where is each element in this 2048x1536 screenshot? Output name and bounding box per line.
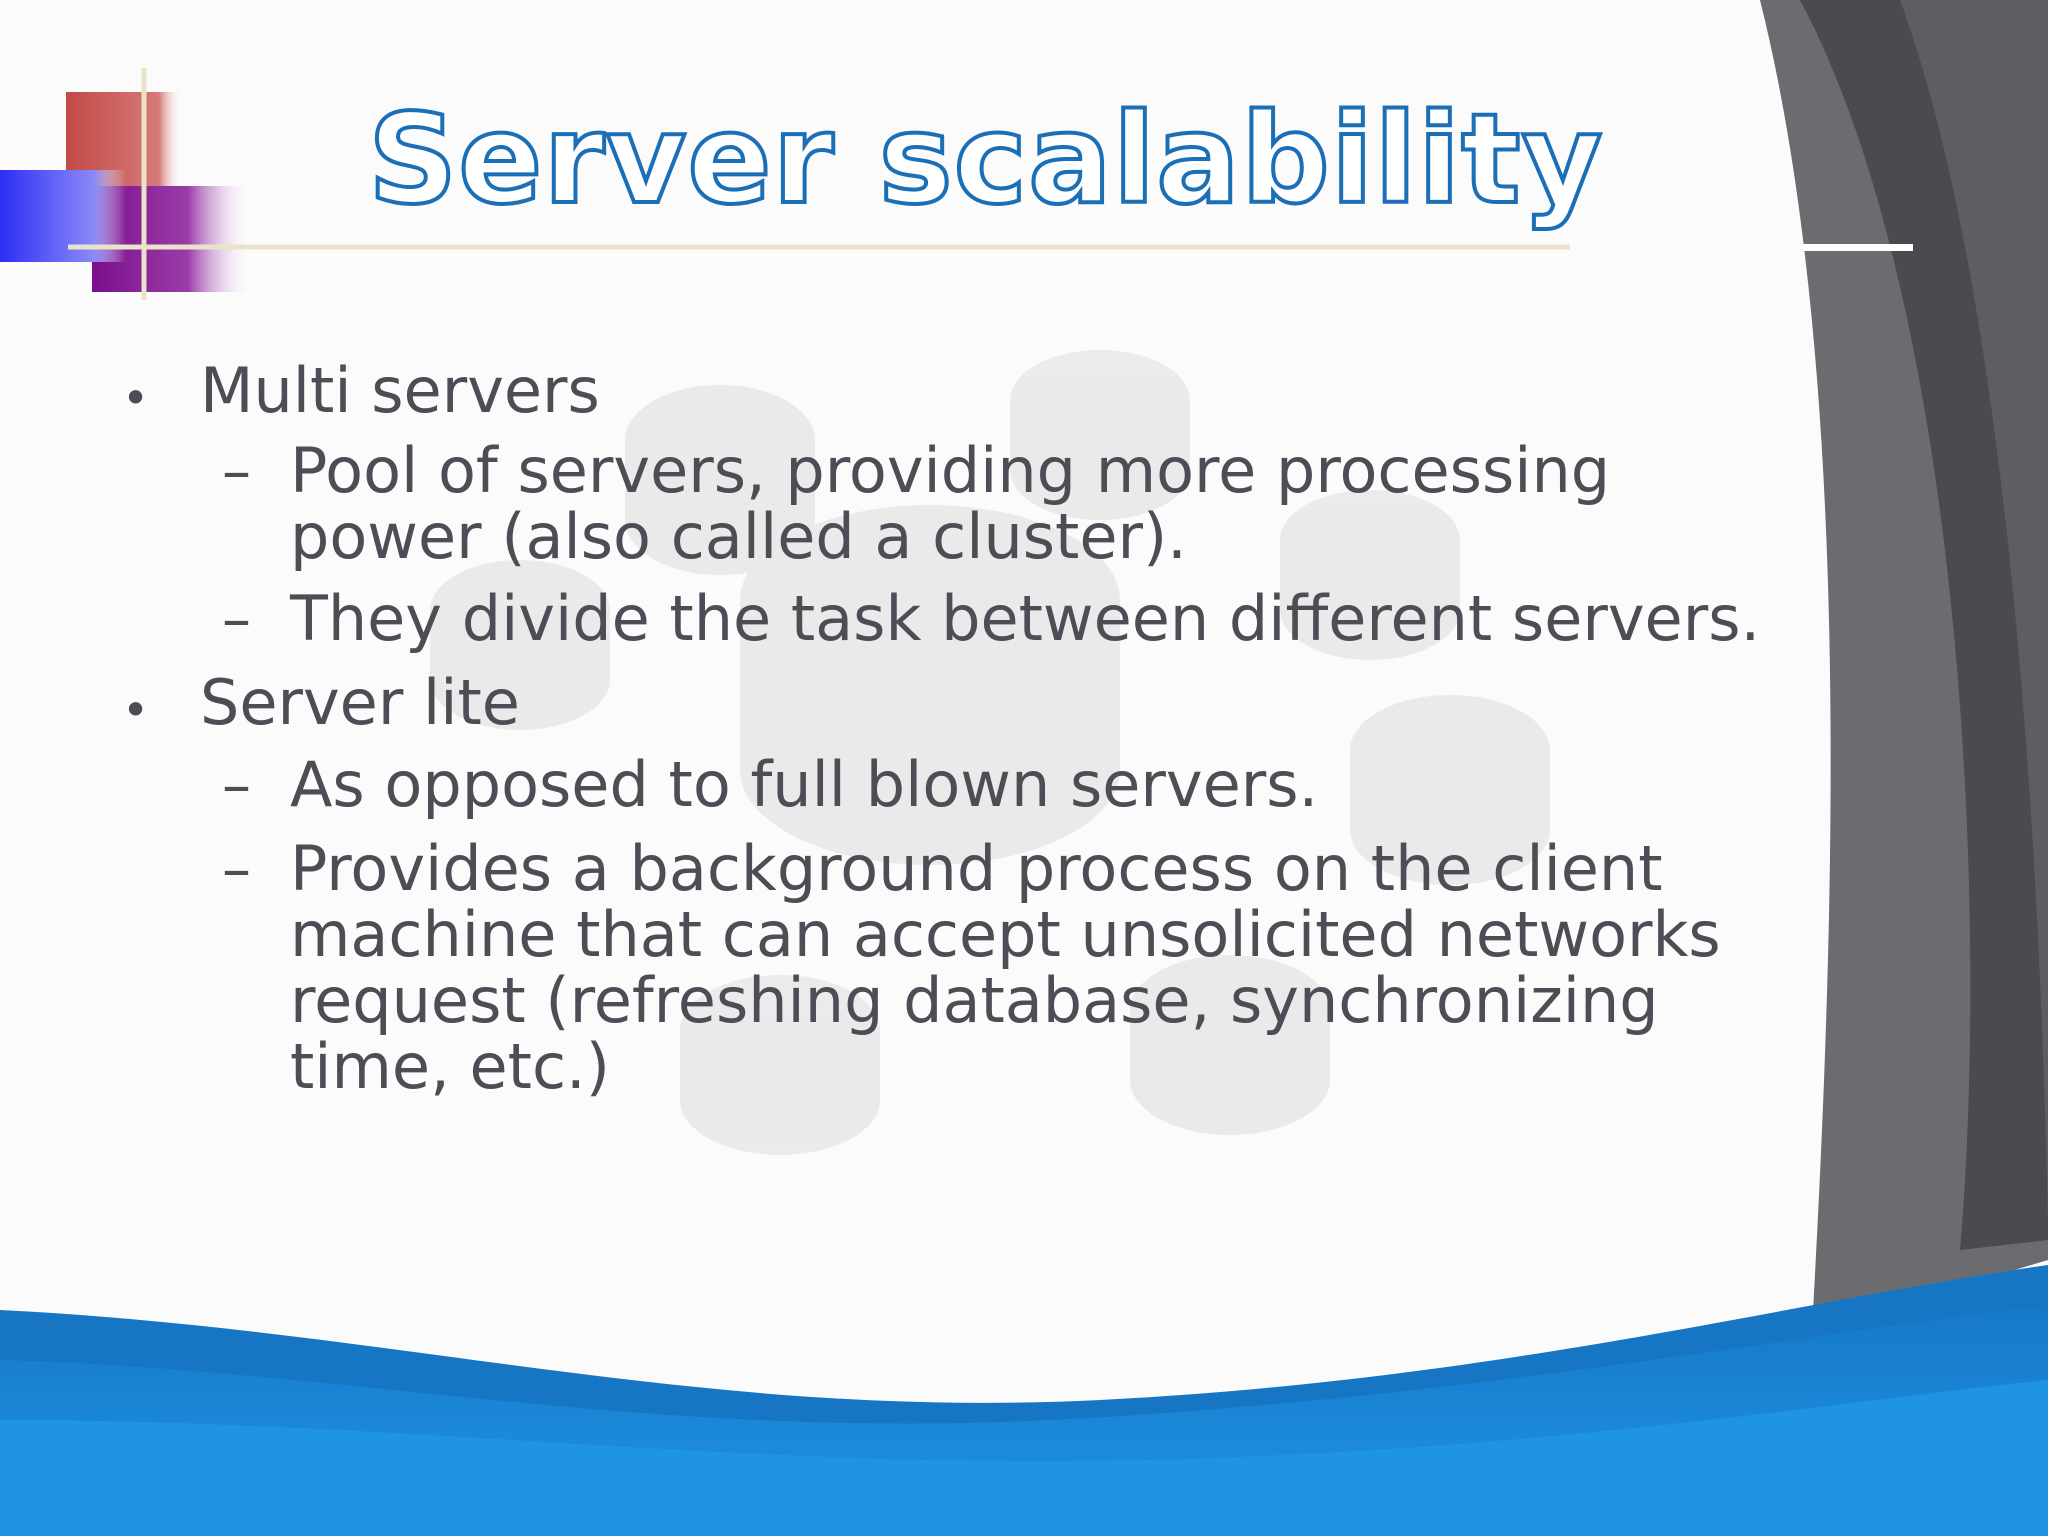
sub-item-divide-task: They divide the task between different s… [290, 582, 1761, 655]
sub-item-provides-line3: request (refreshing database, synchroniz… [290, 964, 1659, 1037]
bullet-server-lite: Server lite [200, 666, 520, 739]
sub-bullet-symbol: – [222, 835, 251, 903]
sub-item-provides-line1: Provides a background process on the cli… [290, 832, 1663, 905]
slide-title: Server scalability [366, 88, 1604, 232]
sub-bullet-symbol: – [222, 751, 251, 819]
sub-item-pool-line2: power (also called a cluster). [290, 500, 1187, 573]
corner-decoration [0, 68, 1570, 300]
sub-item-provides-line4: time, etc.) [290, 1030, 610, 1103]
bullet-symbol: • [122, 683, 150, 737]
bottom-wave [0, 1265, 2048, 1536]
sub-bullet-symbol: – [222, 585, 251, 653]
sub-bullet-symbol: – [222, 437, 251, 505]
sub-item-provides-line2: machine that can accept unsolicited netw… [290, 898, 1721, 971]
right-side-panel [1760, 0, 2048, 1330]
network-watermark-image [430, 350, 1550, 1155]
sub-item-pool-line1: Pool of servers, providing more processi… [290, 434, 1611, 507]
bullet-symbol: • [122, 371, 150, 425]
sub-item-as-opposed: As opposed to full blown servers. [290, 748, 1319, 821]
bullet-multi-servers: Multi servers [200, 354, 600, 427]
